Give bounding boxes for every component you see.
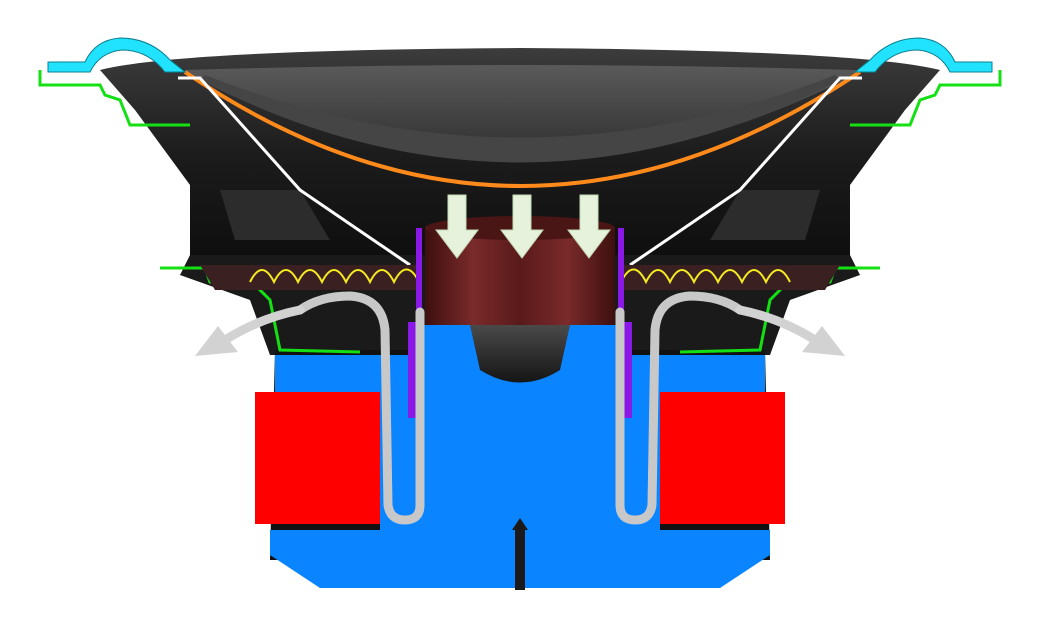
spider-line-left	[249, 268, 419, 285]
surround	[47, 37, 993, 73]
airflow-arrows	[195, 305, 845, 356]
vent-channel-left	[295, 291, 425, 525]
cone-edge-line	[183, 70, 862, 188]
gasket-right-top	[850, 70, 1002, 127]
pole-vent	[515, 530, 525, 590]
spider-fill-right	[620, 265, 840, 290]
airflow-arrow-right-head	[802, 326, 845, 356]
airflow-arrow-left-curve	[220, 305, 305, 345]
magnet-right	[660, 392, 785, 524]
down-arrows	[435, 194, 611, 259]
cone-frame-line-left	[178, 76, 411, 267]
dust-plug	[425, 228, 615, 325]
basket-window-right	[710, 190, 820, 240]
surround-right	[853, 37, 993, 73]
pole-piece	[420, 325, 620, 530]
magnet-left	[255, 392, 380, 524]
gasket-left-top	[38, 70, 190, 127]
vent-channel-right	[615, 291, 745, 525]
pole-cap	[470, 325, 570, 383]
cone-frame-line-right	[629, 76, 862, 267]
voice-coil-upper-right	[618, 228, 624, 328]
spider	[200, 265, 840, 290]
airflow-arrow-right-curve	[735, 305, 820, 345]
pole-vent-tip	[512, 518, 528, 530]
spider-fill-left	[200, 265, 420, 290]
surround-left	[47, 37, 187, 73]
voice-coil-upper-left	[416, 228, 422, 328]
motor-structure	[270, 325, 770, 590]
down-arrow-1	[435, 194, 479, 259]
down-arrow-2	[500, 194, 544, 259]
cone-body	[200, 75, 840, 163]
down-arrow-3	[567, 194, 611, 259]
basket-window-left	[220, 190, 330, 240]
spider-line-right	[621, 268, 791, 285]
airflow-arrow-left-head	[195, 326, 238, 356]
